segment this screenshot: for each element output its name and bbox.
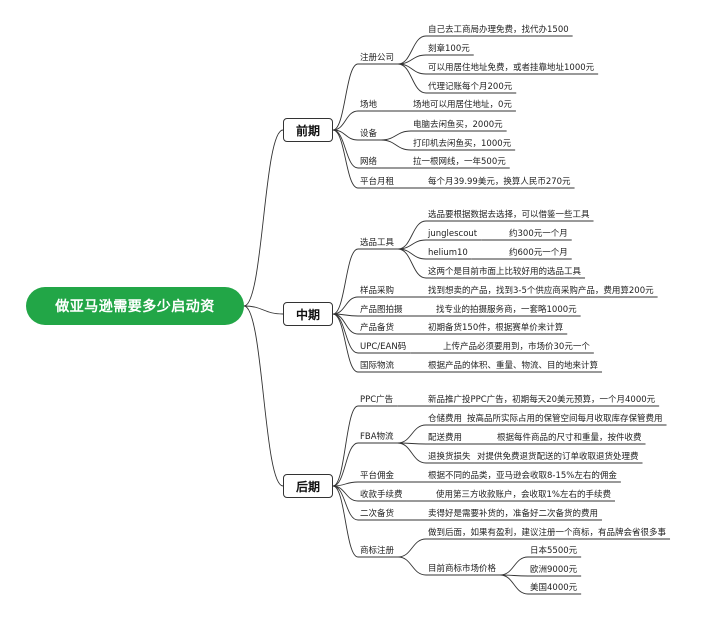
connector	[332, 110, 359, 131]
node-fba-2[interactable]: 配送费用	[428, 432, 462, 443]
connector	[332, 129, 359, 169]
node-xuanpin-1[interactable]: 选品要根据数据去选择，可以借鉴一些工具	[428, 209, 590, 220]
connector	[398, 239, 427, 250]
connector	[499, 574, 529, 595]
node-shebei[interactable]: 设备	[360, 128, 378, 139]
connector	[398, 54, 427, 65]
node-shangbiao-2[interactable]: 目前商标市场价格	[428, 563, 497, 574]
connector	[243, 129, 284, 307]
node-zhuce-3[interactable]: 可以用居住地址免费，或者挂靠地址1000元	[428, 62, 595, 73]
node-shebei-1[interactable]: 电脑去闲鱼买，2000元	[413, 119, 503, 130]
node-fba-3[interactable]: 退换货损失	[428, 451, 471, 462]
node-labels: 注册公司 自己去工商局办理免费，找代办1500 刻章100元可以用居住地址免费，或者…	[360, 24, 667, 593]
connector	[332, 405, 359, 487]
node-shoukuan[interactable]: 收款手续费	[360, 489, 403, 500]
connector	[332, 63, 359, 131]
node-beihuo-1[interactable]: 初期备货150件，根据赛单价来计算	[428, 322, 564, 333]
connector	[243, 305, 284, 487]
node-xuanpin-4[interactable]: 这两个是目前市面上比较好用的选品工具	[428, 266, 582, 277]
node-yongjin[interactable]: 平台佣金	[360, 470, 395, 481]
phase-middle[interactable]: 中期	[283, 302, 333, 326]
phase-middle-label: 中期	[295, 307, 320, 322]
node-changdi-1[interactable]: 场地可以用居住地址，0元	[413, 99, 512, 110]
node-beihuo[interactable]: 产品备货	[360, 322, 395, 333]
node-fba-2v[interactable]: 根据每件商品的尺寸和重量，按件收费	[497, 432, 642, 443]
node-shebei-2[interactable]: 打印机去闲鱼买，1000元	[413, 138, 512, 149]
node-wuliu[interactable]: 国际物流	[360, 360, 395, 371]
node-zhuce[interactable]: 注册公司	[360, 52, 394, 63]
connector	[332, 442, 359, 487]
node-upc[interactable]: UPC/EAN码	[360, 342, 406, 352]
node-ppc[interactable]: PPC广告	[360, 394, 393, 405]
node-shangbiao[interactable]: 商标注册	[360, 545, 395, 556]
phase-late[interactable]: 后期	[283, 474, 333, 498]
node-paishe[interactable]: 产品图拍摄	[360, 304, 403, 315]
root-topic-label: 做亚马逊需要多少启动资	[55, 299, 215, 315]
node-xuanpin-2[interactable]: junglescout	[427, 229, 478, 239]
connector	[381, 130, 412, 141]
connector	[397, 442, 427, 464]
node-xuanpin-3v[interactable]: 约600元一个月	[509, 247, 568, 258]
node-xuanpin[interactable]: 选品工具	[360, 237, 395, 248]
node-paishe-1[interactable]: 找专业的拍摄服务商，一套略1000元	[436, 304, 577, 315]
node-fba-1v[interactable]: 按高品所实际占用的保管空间每月收取库存保管费用	[467, 413, 663, 424]
node-shangbiao-2a[interactable]: 日本5500元	[530, 545, 578, 556]
node-xuanpin-3[interactable]: helium10	[428, 248, 468, 258]
phase-early-label: 前期	[295, 123, 320, 138]
connector	[499, 556, 529, 576]
connector	[397, 538, 427, 558]
node-erci-1[interactable]: 卖得好是需要补货的，准备好二次备货的费用	[428, 508, 598, 519]
node-yongjin-1[interactable]: 根据不同的品类，亚马逊会收取8-15%左右的佣金	[428, 470, 617, 481]
node-ppc-1[interactable]: 新品推广投PPC广告，初期每天20美元预算，一个月4000元	[428, 394, 656, 405]
node-fba[interactable]: FBA物流	[360, 431, 394, 442]
connector	[397, 63, 427, 94]
node-yangpin-1[interactable]: 找到想卖的产品，找到3-5个供应商采购产品，费用算200元	[428, 285, 654, 296]
connector	[332, 296, 359, 315]
node-wangluo[interactable]: 网络	[360, 156, 378, 167]
connector	[397, 35, 427, 65]
phase-early[interactable]: 前期	[283, 118, 333, 142]
node-upc-1[interactable]: 上传产品必须要用到，市场价30元一个	[443, 341, 590, 352]
connector	[332, 313, 359, 373]
node-yuezu[interactable]: 平台月租	[360, 176, 395, 187]
node-shangbiao-1[interactable]: 做到后面，如果有盈利，建议注册一个商标，有品牌会省很多事	[428, 527, 667, 538]
connector	[397, 220, 427, 250]
connector-lines	[243, 35, 671, 595]
node-shangbiao-2c[interactable]: 美国4000元	[530, 582, 578, 593]
node-wuliu-1[interactable]: 根据产品的体积、重量、物流、目的地来计算	[428, 360, 599, 371]
node-shangbiao-2b[interactable]: 欧洲9000元	[530, 564, 578, 575]
node-wangluo-1[interactable]: 拉一根网线，一年500元	[413, 156, 506, 167]
node-zhuce-4[interactable]: 代理记账每个月200元	[428, 81, 513, 92]
node-xuanpin-2v[interactable]: 约300元一个月	[509, 228, 568, 239]
phase-late-label: 后期	[295, 479, 320, 494]
root-topic[interactable]: 做亚马逊需要多少启动资	[26, 287, 244, 325]
node-erci[interactable]: 二次备货	[360, 508, 395, 519]
node-shoukuan-1[interactable]: 使用第三方收款账户，会收取1%左右的手续费	[436, 489, 611, 500]
node-fba-1[interactable]: 仓储费用	[428, 413, 462, 424]
node-zhuce-1[interactable]: 自己去工商局办理免费，找代办1500	[428, 24, 569, 35]
node-yangpin[interactable]: 样品采购	[360, 285, 394, 296]
node-fba-3v[interactable]: 对提供免费退货配送的订单收取退货处理费	[477, 451, 639, 462]
connector	[381, 139, 412, 151]
connector	[332, 485, 359, 558]
node-yuezu-1[interactable]: 每个月39.99美元，换算人民币270元	[428, 176, 571, 187]
connector	[397, 424, 427, 444]
connector	[332, 248, 359, 315]
connector	[397, 248, 427, 279]
connector	[332, 313, 359, 335]
node-zhuce-2[interactable]: 刻章100元	[428, 43, 470, 54]
connector	[332, 129, 359, 189]
node-changdi[interactable]: 场地	[360, 99, 378, 110]
connector	[332, 485, 359, 521]
connector	[397, 556, 427, 576]
connector	[243, 305, 284, 315]
